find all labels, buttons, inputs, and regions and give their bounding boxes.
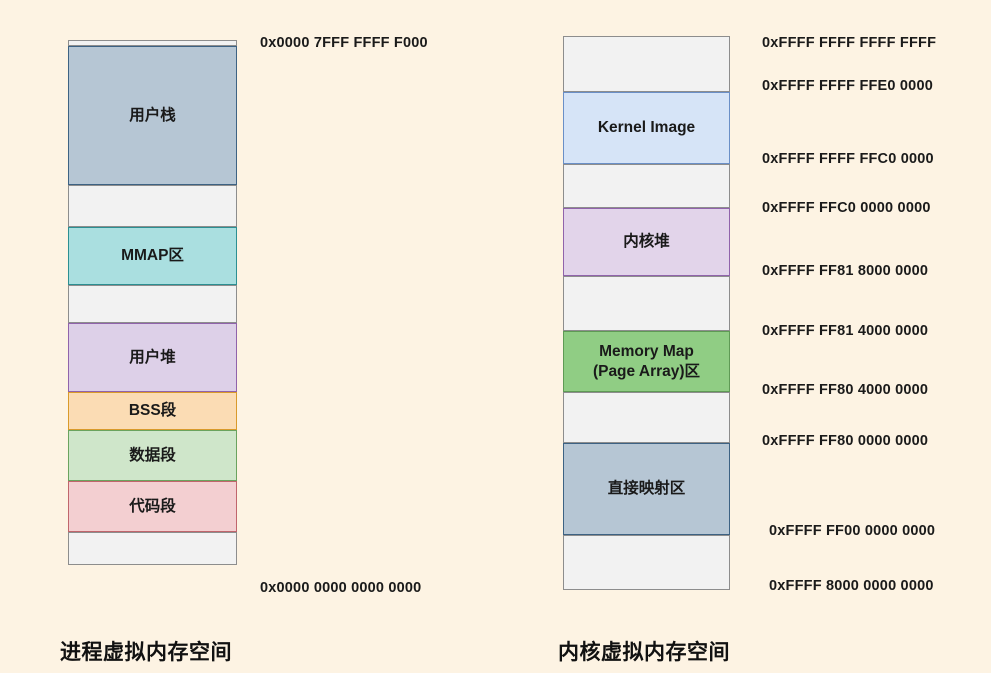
process-block-label: MMAP区 (121, 247, 184, 265)
process-block-用户堆: 用户堆 (68, 323, 237, 392)
process-block-用户栈: 用户栈 (68, 46, 237, 185)
kernel-block-label: 直接映射区 (607, 480, 686, 498)
process-block-gap-2 (68, 185, 237, 227)
kernel-address-label-5: 0xFFFF FF81 4000 0000 (762, 323, 929, 339)
kernel-address-label-2: 0xFFFF FFFF FFC0 0000 (762, 151, 934, 167)
kernel-memory-column: Kernel Image 内核堆 Memory Map (Page Array)区直… (563, 36, 730, 590)
process-block-gap-0 (68, 40, 237, 46)
process-block-label: 用户堆 (129, 348, 176, 366)
kernel-address-label-0: 0xFFFF FFFF FFFF FFFF (762, 35, 937, 51)
kernel-block-label: 内核堆 (623, 233, 670, 251)
kernel-address-label-1: 0xFFFF FFFF FFE0 0000 (762, 78, 933, 94)
kernel-block-memory-map-page-array区: Memory Map (Page Array)区 (563, 331, 730, 392)
process-block-代码段: 代码段 (68, 481, 237, 532)
process-block-数据段: 数据段 (68, 430, 237, 481)
process-block-label: 代码段 (129, 497, 176, 515)
kernel-address-label-7: 0xFFFF FF80 0000 0000 (762, 433, 929, 449)
kernel-block-kernel-image: Kernel Image (563, 92, 730, 164)
process-address-label-1: 0x0000 0000 0000 0000 (260, 580, 422, 596)
kernel-block-gap-4 (563, 276, 730, 331)
process-block-label: 用户栈 (129, 106, 176, 124)
process-block-label: BSS段 (128, 402, 177, 420)
process-memory-column: 用户栈 MMAP区用户堆 BSS段数据段代码段 (68, 40, 237, 565)
kernel-block-gap-6 (563, 392, 730, 443)
kernel-block-直接映射区: 直接映射区 (563, 443, 730, 535)
kernel-block-gap-2 (563, 164, 730, 208)
kernel-address-label-4: 0xFFFF FF81 8000 0000 (762, 263, 929, 279)
caption-process-space: 进程虚拟内存空间 (60, 641, 232, 664)
process-block-mmap区: MMAP区 (68, 227, 237, 285)
kernel-address-label-3: 0xFFFF FFC0 0000 0000 (762, 200, 931, 216)
caption-kernel-space: 内核虚拟内存空间 (558, 641, 730, 664)
process-block-gap-9 (68, 532, 237, 565)
process-address-label-0: 0x0000 7FFF FFFF F000 (260, 35, 428, 51)
kernel-block-label: Memory Map (Page Array)区 (592, 343, 701, 380)
kernel-block-gap-0 (563, 36, 730, 92)
kernel-address-label-6: 0xFFFF FF80 4000 0000 (762, 382, 929, 398)
kernel-address-label-9: 0xFFFF 8000 0000 0000 (769, 578, 934, 594)
kernel-block-gap-8 (563, 535, 730, 590)
process-block-label: 数据段 (129, 446, 176, 464)
kernel-block-内核堆: 内核堆 (563, 208, 730, 276)
process-block-gap-4 (68, 285, 237, 323)
process-block-bss段: BSS段 (68, 392, 237, 430)
kernel-block-label: Kernel Image (597, 119, 696, 137)
kernel-address-label-8: 0xFFFF FF00 0000 0000 (769, 523, 936, 539)
